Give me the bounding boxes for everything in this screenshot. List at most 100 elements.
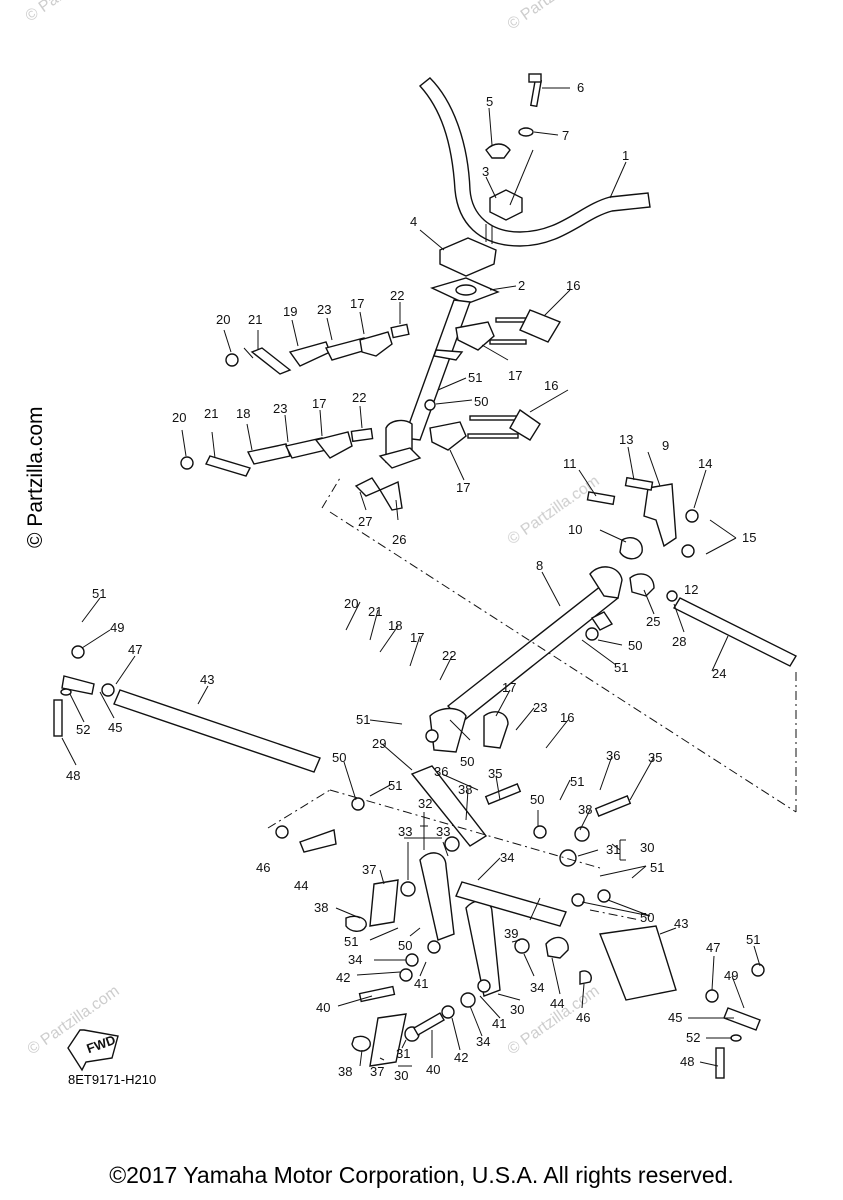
callout-41-a: 41: [414, 976, 428, 991]
callout-18-b: 18: [388, 618, 402, 633]
callout-38-d: 38: [338, 1064, 352, 1079]
callout-52-a: 52: [76, 722, 90, 737]
callout-1: 1: [622, 148, 629, 163]
callout-50-f: 50: [398, 938, 412, 953]
callout-34-d: 34: [476, 1034, 490, 1049]
callout-49-a: 49: [110, 620, 124, 635]
callout-49-b: 49: [724, 968, 738, 983]
callout-23-a: 23: [317, 302, 331, 317]
callout-20-b: 20: [172, 410, 186, 425]
callout-39: 39: [504, 926, 518, 941]
callout-34-b: 34: [348, 952, 362, 967]
callout-37-a: 37: [362, 862, 376, 877]
left-tie-rod: [53, 645, 321, 773]
callout-20-c: 20: [344, 596, 358, 611]
callout-21-b: 21: [204, 406, 218, 421]
watermark-top-left: © Partzilla.com: [23, 0, 121, 25]
callout-46-a: 46: [256, 860, 270, 875]
callout-45-b: 45: [668, 1010, 682, 1025]
callout-19: 19: [283, 304, 297, 319]
callout-51-f: 51: [570, 774, 584, 789]
callout-21-a: 21: [248, 312, 262, 327]
callout-41-b: 41: [492, 1016, 506, 1031]
callout-34-a: 34: [500, 850, 514, 865]
callout-31-b: 31: [396, 1046, 410, 1061]
callout-17-b: 17: [508, 368, 522, 383]
callout-50-b: 50: [628, 638, 642, 653]
copyright-notice: ©2017 Yamaha Motor Corporation, U.S.A. A…: [109, 1162, 734, 1188]
center-lines: [267, 477, 797, 921]
callout-35-b: 35: [648, 750, 662, 765]
leader-lines: [61, 87, 761, 1067]
callout-50-a: 50: [474, 394, 488, 409]
callout-7: 7: [562, 128, 569, 143]
callout-51-b: 51: [614, 660, 628, 675]
main-shaft: [429, 566, 623, 753]
callout-17-d: 17: [456, 480, 470, 495]
callout-51-a: 51: [468, 370, 482, 385]
callout-47-b: 47: [706, 940, 720, 955]
callout-18-a: 18: [236, 406, 250, 421]
callout-labels: 1 2 3 4 5 6 7 8 9 10 11 12 13 14 15 16 1…: [66, 80, 760, 1083]
callout-33-a: 33: [398, 824, 412, 839]
callout-44-a: 44: [294, 878, 308, 893]
callout-28: 28: [672, 634, 686, 649]
callout-17-c: 17: [312, 396, 326, 411]
callout-47-a: 47: [128, 642, 142, 657]
callout-30-b: 30: [510, 1002, 524, 1017]
callout-38-c: 38: [314, 900, 328, 915]
steering-column: [378, 277, 500, 469]
callout-10: 10: [568, 522, 582, 537]
fwd-arrow-icon: FWD: [67, 1029, 119, 1072]
callout-16-mid: 16: [544, 378, 558, 393]
callout-3: 3: [482, 164, 489, 179]
callout-42-a: 42: [336, 970, 350, 985]
callout-46-b: 46: [576, 1010, 590, 1025]
callout-16-lower: 16: [560, 710, 574, 725]
callout-15: 15: [742, 530, 756, 545]
callout-30-c: 30: [394, 1068, 408, 1083]
callout-23-b: 23: [273, 401, 287, 416]
callout-43-b: 43: [674, 916, 688, 931]
callout-26: 26: [392, 532, 406, 547]
callout-23-c: 23: [533, 700, 547, 715]
lower-tie-rod-group: [180, 399, 541, 511]
callout-17-e: 17: [410, 630, 424, 645]
callout-32: 32: [418, 796, 432, 811]
callout-13: 13: [619, 432, 633, 447]
handlebar: [418, 77, 651, 247]
callout-51-g: 51: [650, 860, 664, 875]
side-watermark: © Partzilla.com: [24, 406, 47, 548]
callout-51-c: 51: [92, 586, 106, 601]
callout-36-b: 36: [606, 748, 620, 763]
callout-44-b: 44: [550, 996, 564, 1011]
callout-20-a: 20: [216, 312, 230, 327]
callout-50-d: 50: [332, 750, 346, 765]
callout-14: 14: [698, 456, 712, 471]
callout-4: 4: [410, 214, 417, 229]
diagram-code: 8ET9171-H210: [68, 1072, 157, 1087]
callout-34-c: 34: [530, 980, 544, 995]
callout-5: 5: [486, 94, 493, 109]
callout-30-a: 30: [640, 840, 654, 855]
callout-17-f: 17: [502, 680, 516, 695]
callout-50-e: 50: [530, 792, 544, 807]
callout-38-b: 38: [578, 802, 592, 817]
callout-37-b: 37: [370, 1064, 384, 1079]
callout-2: 2: [518, 278, 525, 293]
callout-48-a: 48: [66, 768, 80, 783]
callout-22-a: 22: [390, 288, 404, 303]
callout-38-a: 38: [458, 782, 472, 797]
pitman-arm-assembly: [275, 627, 765, 1079]
callout-31-a: 31: [606, 842, 620, 857]
callout-52-b: 52: [686, 1030, 700, 1045]
callout-24: 24: [712, 666, 726, 681]
callout-42-b: 42: [454, 1050, 468, 1065]
callout-11: 11: [563, 456, 577, 471]
callout-12: 12: [684, 582, 698, 597]
callout-45-a: 45: [108, 720, 122, 735]
callout-25: 25: [646, 614, 660, 629]
callout-22-b: 22: [352, 390, 366, 405]
callout-21-c: 21: [368, 604, 382, 619]
